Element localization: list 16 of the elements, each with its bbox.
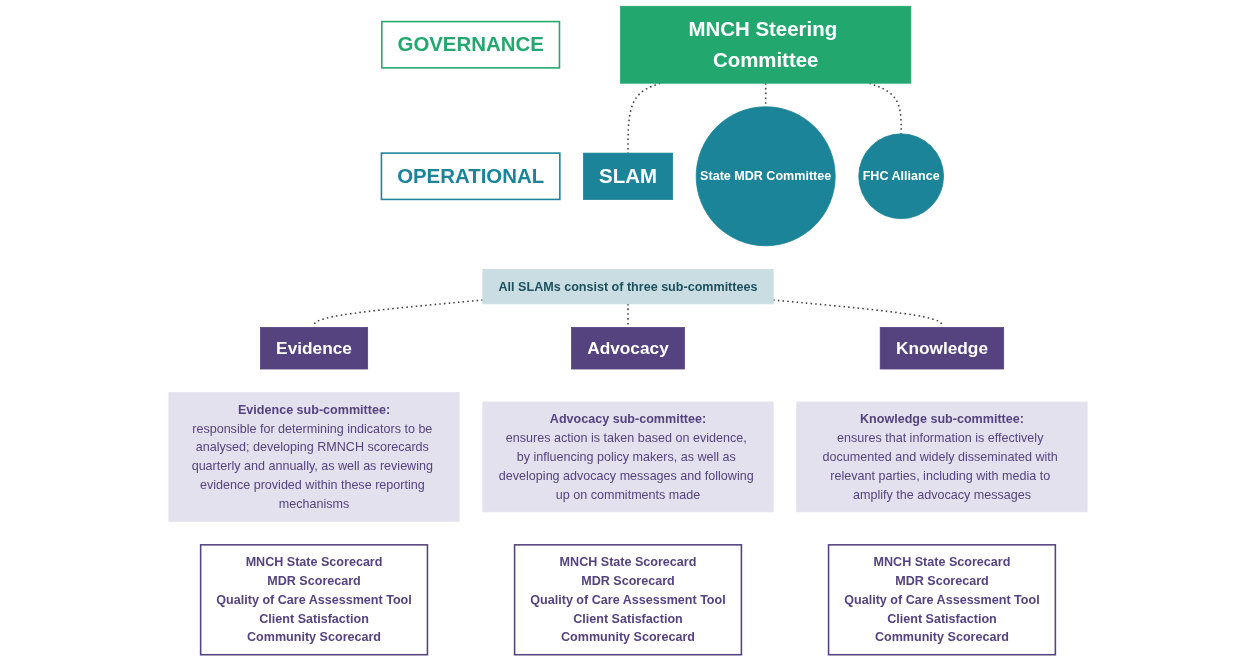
node-box: MNCH Steering Committee — [620, 5, 912, 84]
node-box: All SLAMs consist of three sub-committees — [482, 268, 774, 305]
node-box: Evidence — [260, 327, 369, 370]
node-box: Knowledge sub-committee: ensures that information is effectively documented and widely disseminated with relevant parties, including with media to amplify the advocacy messages — [796, 401, 1088, 513]
node-box: OPERATIONAL — [380, 152, 561, 201]
node-box: Advocacy — [571, 327, 685, 370]
node-box: Evidence sub-committee: responsible for determining indicators to be analysed; developing RMNCH scorecards quarterly and annually, as well as reviewing evidence provided within these reporting mechanisms — [168, 392, 460, 522]
node-circle: FHC Alliance — [858, 133, 944, 220]
node-circle: State MDR Committee — [695, 106, 836, 247]
node-box: SLAM — [583, 152, 673, 200]
node-box: MNCH State Scorecard MDR Scorecard Quality of Care Assessment Tool Client Satisfaction Community Scorecard — [827, 544, 1057, 656]
node-box: Knowledge — [879, 327, 1005, 370]
node-box: Advocacy sub-committee: ensures action is taken based on evidence, by influencing policy makers, as well as developing advocacy messages and following up on commitments made — [482, 401, 774, 513]
node-box: GOVERNANCE — [381, 20, 561, 69]
node-box: MNCH State Scorecard MDR Scorecard Quality of Care Assessment Tool Client Satisfaction Community Scorecard — [513, 544, 743, 656]
node-box: MNCH State Scorecard MDR Scorecard Quality of Care Assessment Tool Client Satisfaction Community Scorecard — [199, 544, 429, 656]
